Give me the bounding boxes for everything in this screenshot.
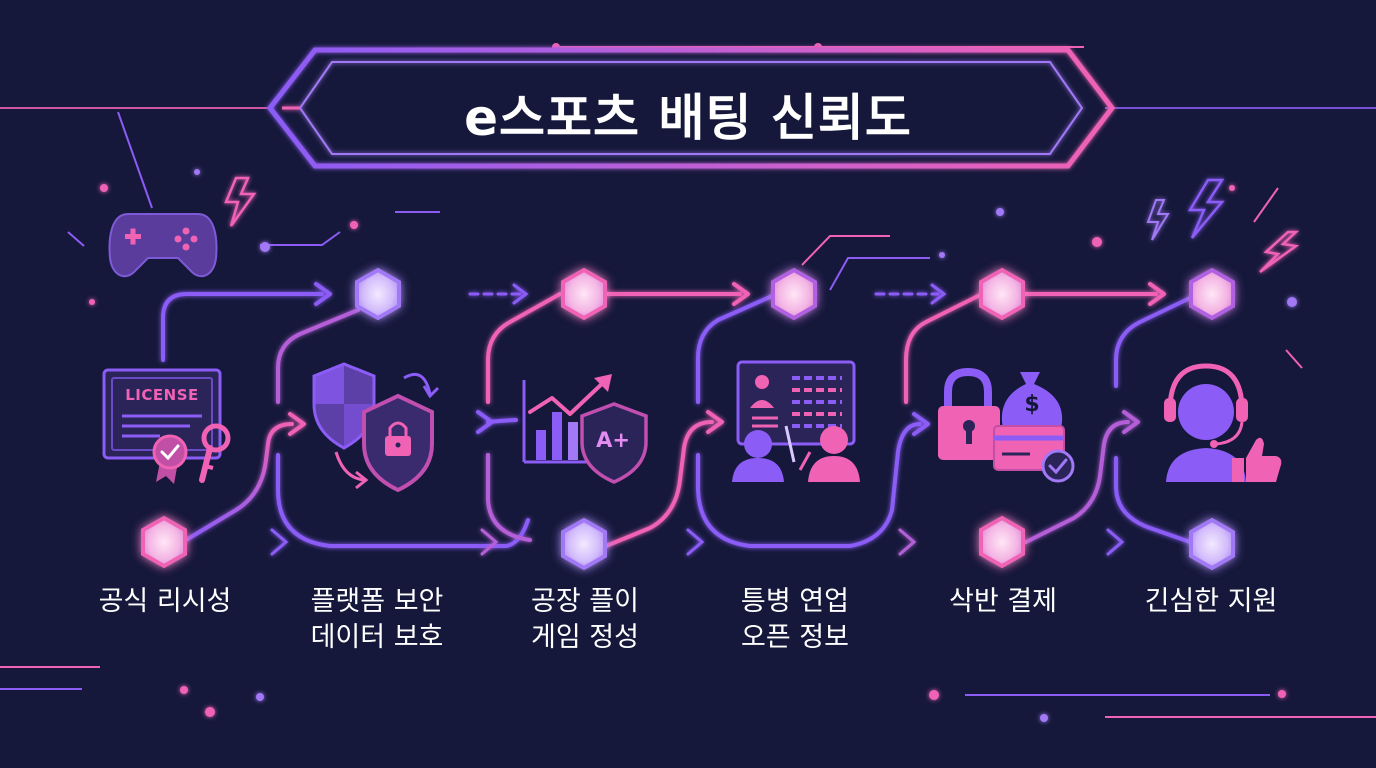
step-label-fair-play: 공장 플이 게임 정성 [480, 584, 690, 656]
step-label-line: 삭반 결제 [949, 586, 1057, 617]
license-label: LICENSE [125, 386, 199, 404]
step-label-line: 플랫폼 보안 [310, 586, 444, 617]
step-label-license: 공식 리시성 [60, 584, 270, 620]
hex-node-bottom-3 [979, 515, 1025, 569]
security-shield-lock-icon [312, 362, 440, 493]
step-label-security: 플랫폼 보안 데이터 보호 [272, 584, 482, 656]
secure-payment-icon [938, 367, 1075, 483]
title-frame [266, 47, 1116, 169]
hex-node-top-2 [561, 267, 607, 321]
flow-arrows [270, 283, 1125, 556]
step-label-line: 틍병 연업 [741, 586, 849, 617]
page-title: e스포츠 배팅 신뢰도 [464, 89, 912, 147]
step-label-transparency: 틍병 연업 오픈 정보 [690, 584, 900, 656]
background-dots [89, 169, 1297, 722]
background-lines [0, 43, 1376, 718]
hex-node-top-4 [979, 267, 1025, 321]
connector-paths [161, 282, 1198, 548]
lightning-icon [224, 176, 1300, 274]
hex-node-bottom-4 [1189, 517, 1235, 571]
step-label-line: 공장 플이 [531, 586, 639, 617]
step-label-line: 게임 정성 [531, 622, 639, 653]
hex-node-bottom-1 [141, 515, 187, 569]
hex-node-top-3 [771, 267, 817, 321]
step-label-payment: 삭반 결제 [898, 584, 1108, 620]
step-label-line: 공식 리시성 [98, 586, 232, 617]
gamepad-icon [108, 213, 218, 278]
step-label-line: 오픈 정보 [741, 622, 849, 653]
hex-nodes [141, 267, 1235, 571]
license-certificate-icon [102, 368, 231, 484]
hex-node-top-5 [1189, 267, 1235, 321]
step-label-line: 데이터 보호 [310, 622, 444, 653]
dollar-sign-label: $ [1024, 392, 1040, 417]
customer-support-icon [1164, 363, 1282, 482]
fair-play-chart-icon [522, 374, 648, 484]
step-label-support: 긴심한 지원 [1106, 584, 1316, 620]
hex-node-top-1 [355, 267, 401, 321]
grade-label: A+ [596, 428, 630, 452]
hex-node-bottom-2 [561, 517, 607, 571]
step-label-line: 긴심한 지원 [1144, 586, 1278, 617]
transparent-info-icon [732, 360, 860, 482]
